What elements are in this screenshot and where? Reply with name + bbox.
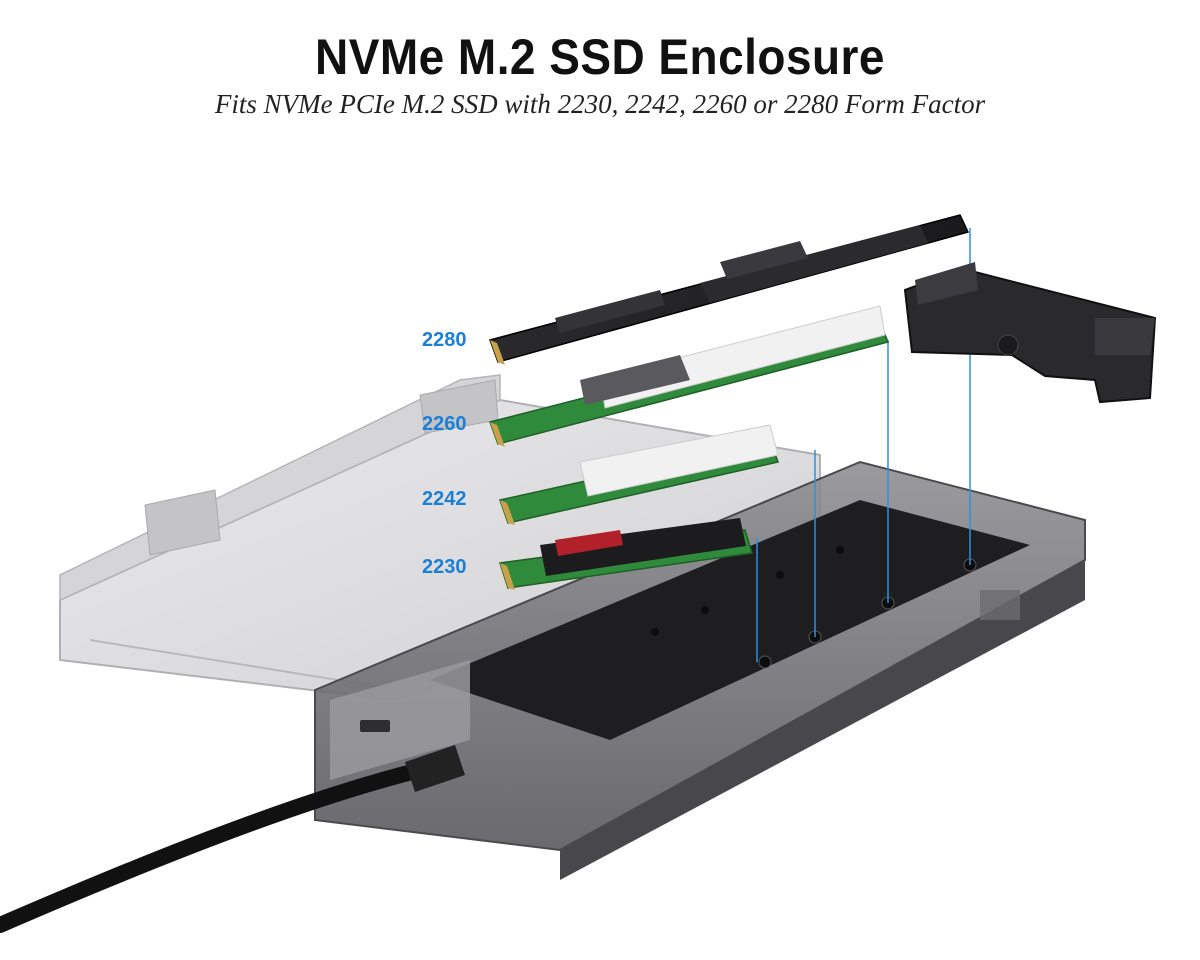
usb-cable: [0, 745, 465, 933]
ssd-2242: [499, 424, 779, 525]
label-2242: 2242: [422, 488, 467, 510]
label-2280: 2280: [422, 329, 467, 351]
label-2230: 2230: [422, 556, 467, 578]
label-2260: 2260: [422, 413, 467, 435]
ssd-bracket: [903, 262, 1157, 404]
ssd-2260: [489, 305, 890, 447]
page-title: NVMe M.2 SSD Enclosure: [315, 29, 885, 85]
page-subtitle: Fits NVMe PCIe M.2 SSD with 2230, 2242, …: [214, 89, 986, 119]
ssd-2280: [489, 214, 970, 365]
ssd-2230: [499, 518, 753, 590]
enclosure-base: [314, 460, 1086, 880]
